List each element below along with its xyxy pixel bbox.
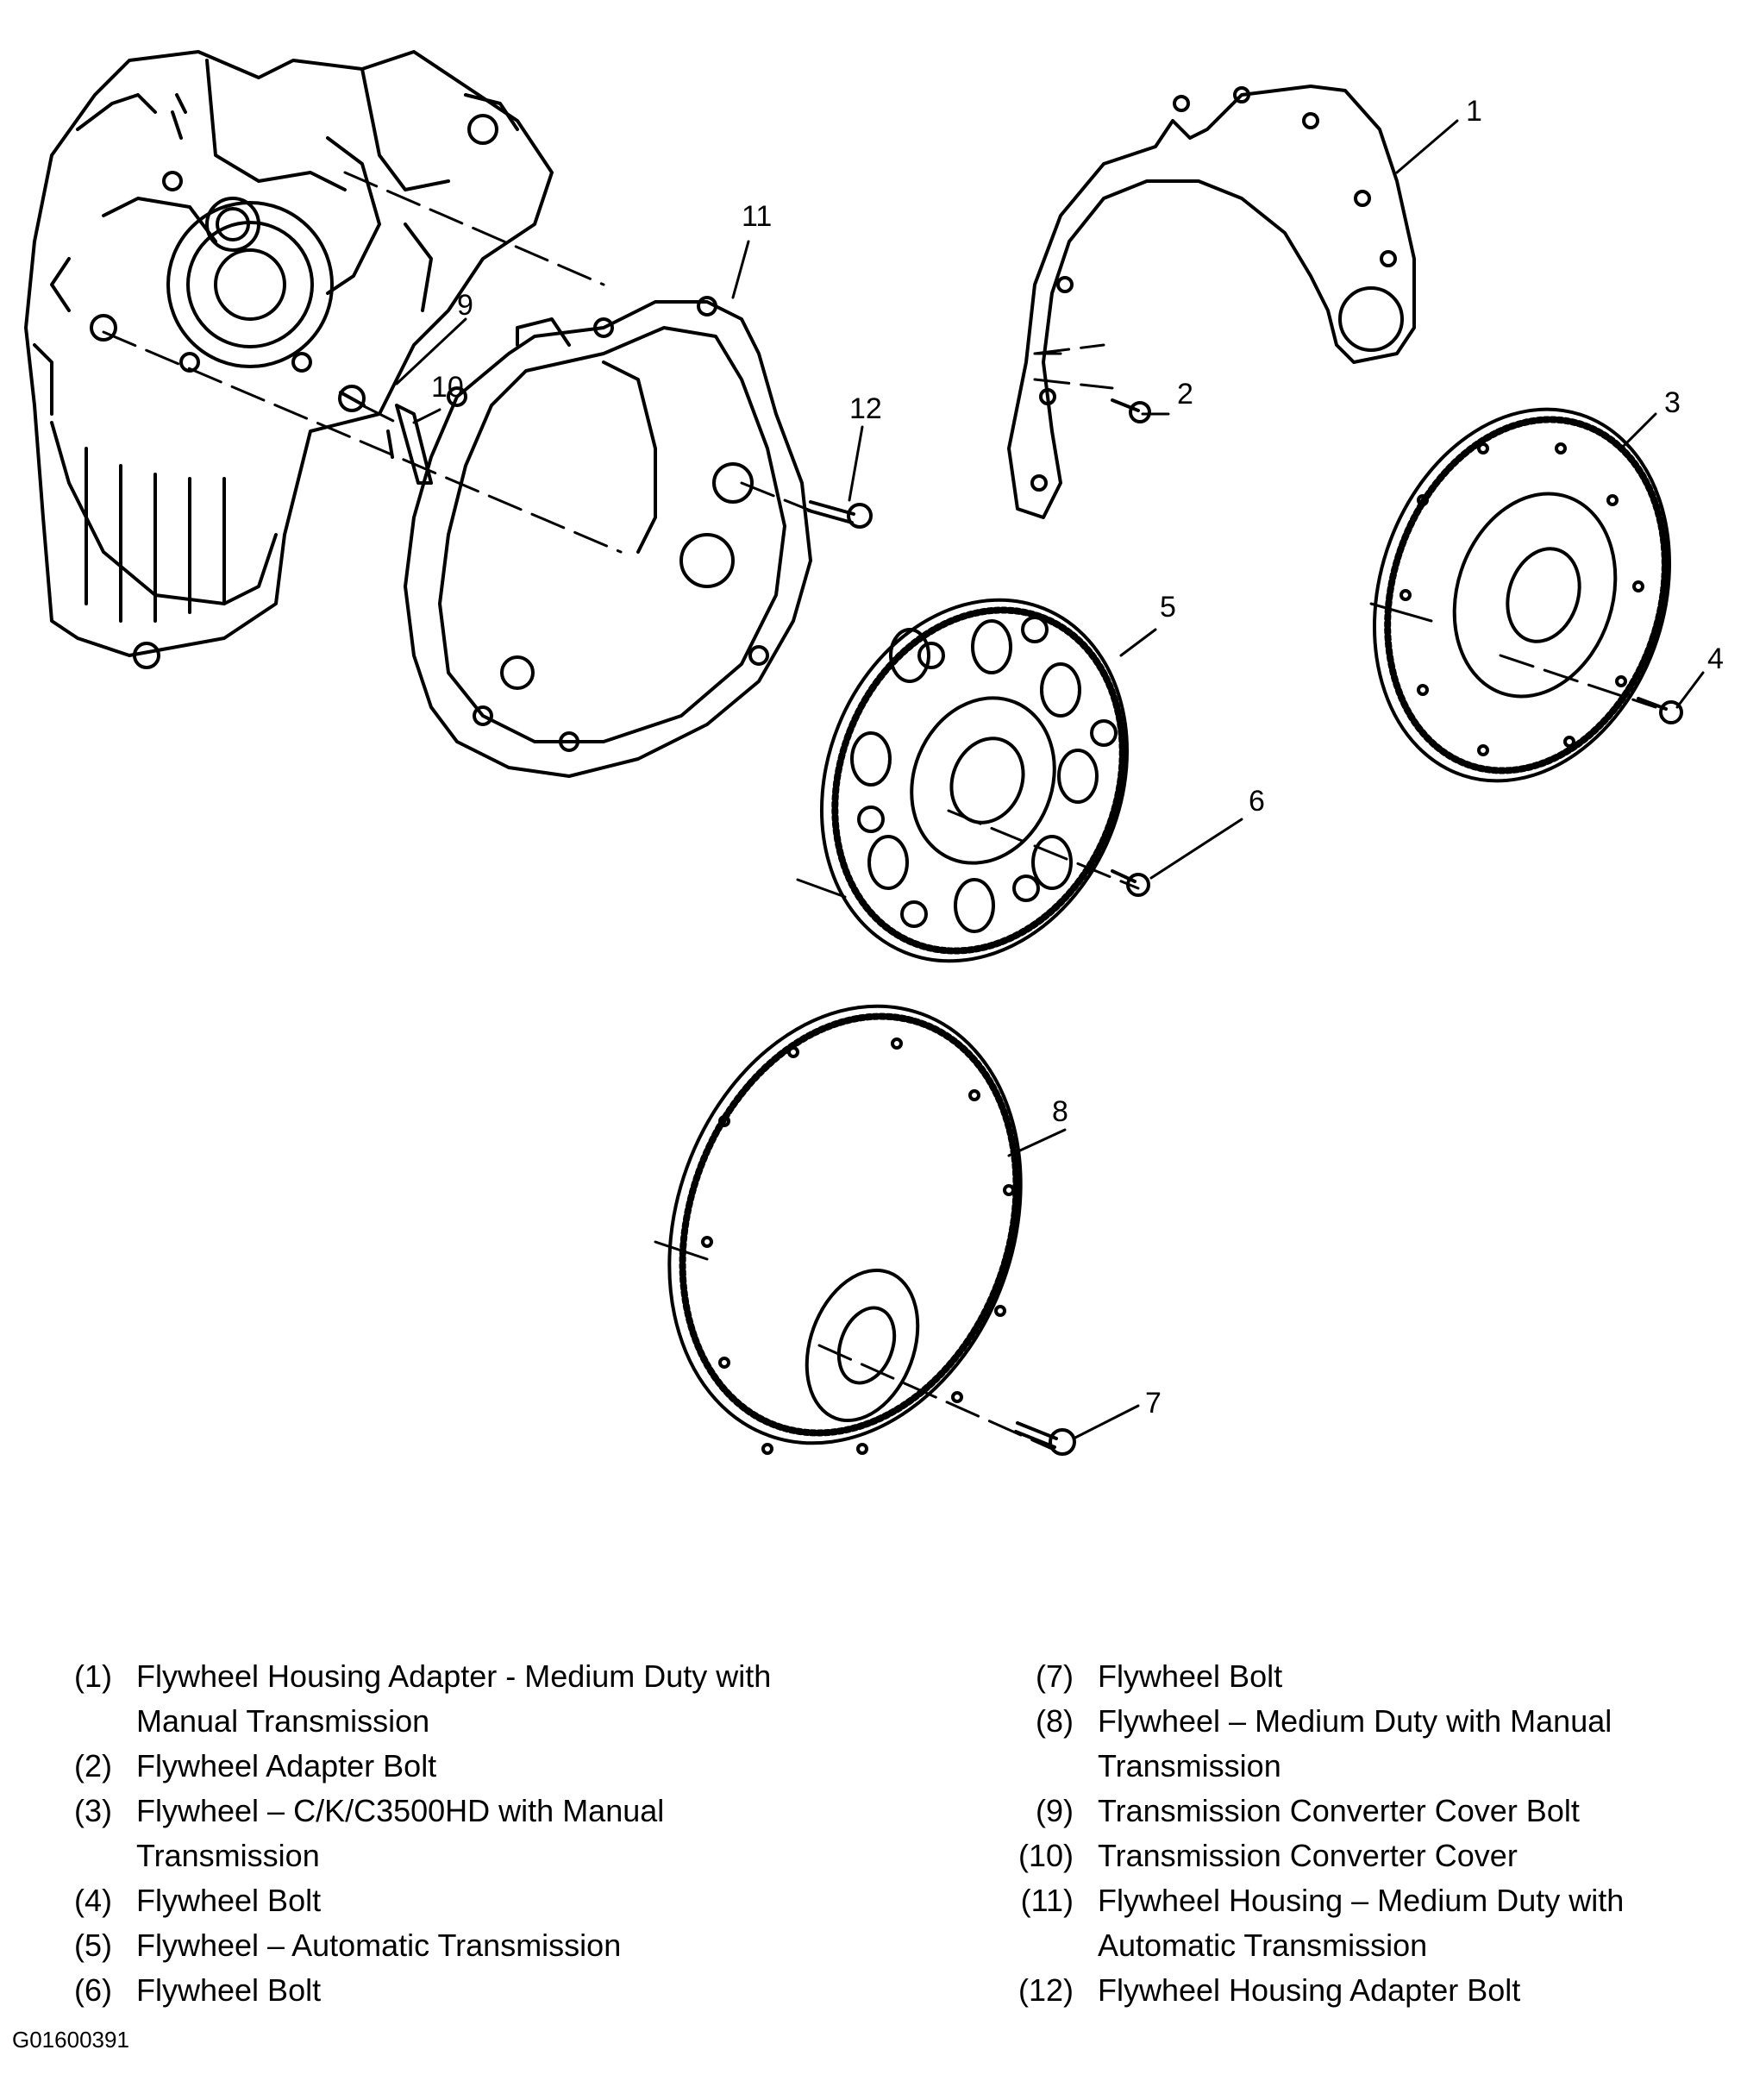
callout-12: 12 — [849, 392, 882, 425]
legend-description: Flywheel Housing Adapter Bolt — [1098, 1972, 1521, 2008]
legend-number: (3) — [74, 1793, 112, 1828]
legend-number: (10) — [1018, 1838, 1074, 1873]
legend-description: Flywheel Housing Adapter - Medium Duty w… — [136, 1658, 772, 1739]
callout-3: 3 — [1664, 386, 1681, 419]
legend-number: (5) — [74, 1928, 112, 1963]
legend-description: Flywheel Bolt — [136, 1972, 322, 2008]
flywheel-medium-duty — [667, 1004, 1023, 1455]
legend-item: (7) Flywheel Bolt — [992, 1654, 1733, 1699]
callout-11: 11 — [742, 200, 772, 233]
legend-item: (5) Flywheel – Automatic Transmission — [60, 1923, 836, 1968]
callout-7: 7 — [1145, 1387, 1162, 1420]
legend-description: Transmission Converter Cover — [1098, 1838, 1518, 1873]
housing-adapter-bolt — [807, 500, 873, 529]
legend-number: (4) — [74, 1883, 112, 1918]
legend-item: (6) Flywheel Bolt — [60, 1968, 836, 2013]
flywheel-automatic — [819, 598, 1130, 963]
legend-number: (9) — [1036, 1793, 1074, 1828]
converter-cover — [386, 404, 433, 485]
flywheel-bolt-6 — [1111, 869, 1150, 897]
legend-item: (1) Flywheel Housing Adapter - Medium Du… — [60, 1654, 836, 1744]
figure-id: G01600391 — [12, 2027, 129, 2053]
engine-block — [24, 50, 554, 669]
legend-description: Flywheel – Automatic Transmission — [136, 1928, 622, 1963]
flywheel-bolt-7 — [1014, 1421, 1076, 1456]
callout-10: 10 — [431, 371, 464, 404]
legend-number: (11) — [1020, 1883, 1074, 1918]
callout-9: 9 — [457, 289, 473, 322]
legend-description: Transmission Converter Cover Bolt — [1098, 1793, 1580, 1828]
legend-description: Flywheel – C/K/C3500HD with Manual Trans… — [136, 1793, 665, 1873]
flywheel-bolt-4 — [1637, 697, 1683, 724]
converter-cover-bolt — [338, 385, 366, 412]
flywheel-housing — [404, 296, 812, 778]
callout-4: 4 — [1707, 643, 1724, 675]
legend-item: (8) Flywheel – Medium Duty with Manual T… — [992, 1699, 1733, 1789]
legend-left-column: (1) Flywheel Housing Adapter - Medium Du… — [60, 1654, 836, 2013]
legend-number: (2) — [74, 1748, 112, 1783]
flywheel-housing-adapter — [1007, 85, 1416, 519]
leader-lines — [395, 119, 1705, 1440]
callout-1: 1 — [1466, 95, 1482, 128]
flywheel-c3500hd — [1372, 407, 1672, 783]
callout-2: 2 — [1177, 378, 1193, 411]
legend-number: (6) — [74, 1972, 112, 2008]
legend-item: (10) Transmission Converter Cover — [992, 1834, 1733, 1878]
callout-8: 8 — [1052, 1095, 1068, 1128]
legend-item: (3) Flywheel – C/K/C3500HD with Manual T… — [60, 1789, 836, 1878]
legend-number: (12) — [1018, 1972, 1074, 2008]
legend-right-column: (7) Flywheel Bolt (8) Flywheel – Medium … — [992, 1654, 1733, 2013]
flywheel-adapter-bolt — [1111, 398, 1151, 423]
legend-number: (1) — [74, 1658, 112, 1694]
legend-item: (12) Flywheel Housing Adapter Bolt — [992, 1968, 1733, 2013]
legend-description: Flywheel Bolt — [1098, 1658, 1283, 1694]
legend-description: Flywheel Bolt — [136, 1883, 322, 1918]
legend-item: (2) Flywheel Adapter Bolt — [60, 1744, 836, 1789]
callout-5: 5 — [1160, 591, 1176, 624]
legend-item: (9) Transmission Converter Cover Bolt — [992, 1789, 1733, 1834]
legend-item: (11) Flywheel Housing – Medium Duty with… — [992, 1878, 1733, 1968]
legend-number: (8) — [1036, 1703, 1074, 1739]
exploded-parts-diagram: 1 2 3 4 5 6 7 8 9 10 11 12 — [24, 50, 1724, 1456]
legend-item: (4) Flywheel Bolt — [60, 1878, 836, 1923]
callout-6: 6 — [1249, 785, 1265, 818]
legend-description: Flywheel Adapter Bolt — [136, 1748, 437, 1783]
legend-number: (7) — [1036, 1658, 1074, 1694]
callout-labels: 1 2 3 4 5 6 7 8 9 10 11 12 — [431, 95, 1724, 1420]
legend-description: Flywheel Housing – Medium Duty with Auto… — [1098, 1883, 1625, 1963]
legend-description: Flywheel – Medium Duty with Manual Trans… — [1098, 1703, 1612, 1783]
